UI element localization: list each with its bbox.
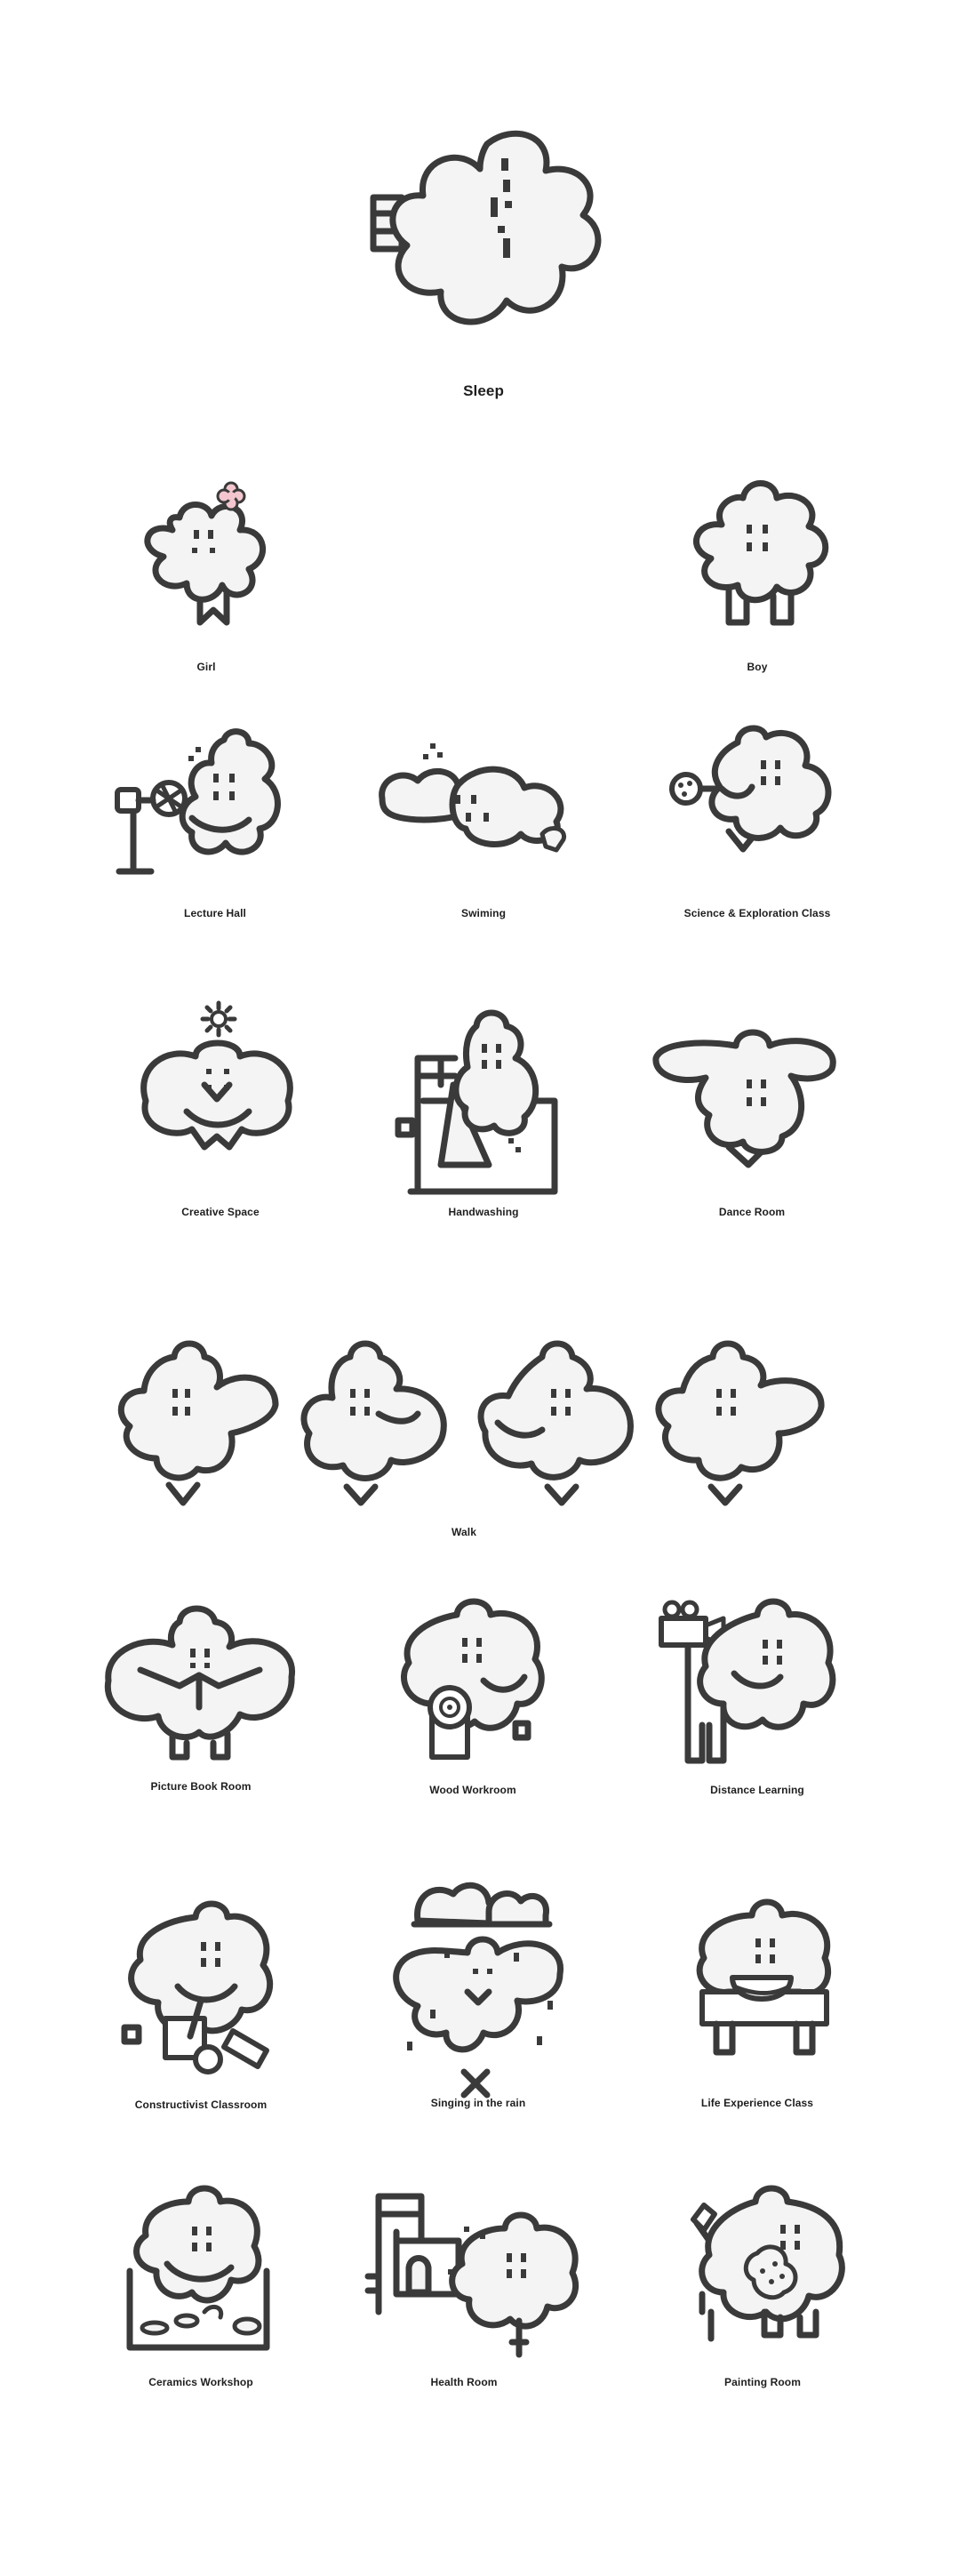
creative-space-caption: Creative Space [181, 1206, 260, 1218]
singing-in-the-rain-caption: Singing in the rain [430, 2097, 526, 2109]
walk-illustration [107, 1334, 844, 1529]
boy-illustration [675, 471, 844, 640]
constructivist-classroom-caption: Constructivist Classroom [134, 2099, 268, 2111]
lecture-hall-caption: Lecture Hall [184, 907, 246, 919]
dance-room-illustration [649, 1023, 853, 1192]
sleep-illustration [356, 116, 613, 356]
dance-room-caption: Dance Room [718, 1206, 786, 1218]
wood-workroom-caption: Wood Workroom [429, 1784, 516, 1796]
lecture-hall-illustration [107, 720, 302, 889]
picture-book-room-caption: Picture Book Room [150, 1780, 252, 1793]
distance-learning-caption: Distance Learning [710, 1784, 804, 1796]
singing-in-the-rain-illustration [382, 1867, 578, 2107]
painting-room-illustration [675, 2179, 853, 2356]
picture-book-room-illustration [98, 1601, 302, 1778]
ceramics-workshop-caption: Ceramics Workshop [148, 2376, 253, 2388]
constructivist-classroom-illustration [116, 1894, 302, 2081]
swimming-caption: Swiming [460, 907, 507, 919]
boy-caption: Boy [747, 661, 768, 673]
creative-space-illustration [124, 996, 311, 1183]
health-room-illustration [364, 2187, 587, 2365]
painting-room-caption: Painting Room [724, 2376, 801, 2388]
ceramics-workshop-illustration [116, 2179, 293, 2356]
science-class-caption: Science & Exploration Class [683, 907, 831, 919]
swimming-illustration [373, 729, 587, 880]
health-room-caption: Health Room [430, 2376, 498, 2388]
distance-learning-illustration [649, 1592, 853, 1778]
life-experience-class-caption: Life Experience Class [700, 2097, 814, 2109]
handwashing-caption: Handwashing [448, 1206, 519, 1218]
wood-workroom-illustration [382, 1592, 560, 1778]
walk-caption: Walk [452, 1526, 476, 1538]
sleep-caption: Sleep [463, 382, 504, 399]
girl-illustration [124, 471, 293, 640]
girl-caption: Girl [196, 661, 216, 673]
handwashing-illustration [391, 1005, 578, 1200]
science-class-illustration [658, 716, 844, 885]
life-experience-class-illustration [675, 1894, 853, 2072]
